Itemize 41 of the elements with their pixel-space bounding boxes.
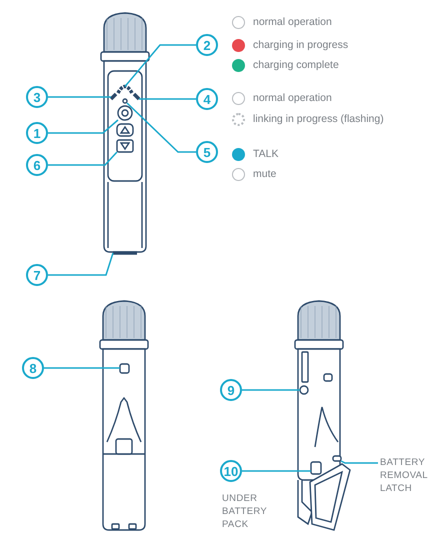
battery-latch	[332, 455, 342, 462]
indicator-light	[122, 98, 128, 104]
legend-text: mute	[253, 168, 276, 181]
back-button	[119, 363, 130, 374]
callout-number: 1	[26, 122, 48, 144]
leader-line	[139, 98, 196, 100]
callout-number: 8	[22, 357, 44, 379]
indicator-light	[110, 92, 118, 100]
leader-line	[340, 460, 378, 464]
legend-text: charging in progress	[253, 39, 348, 52]
callout-number: 7	[26, 264, 48, 286]
leader-line	[44, 367, 120, 369]
down-button	[116, 139, 134, 153]
legend-text: normal operation	[253, 16, 332, 29]
leader-line	[126, 102, 196, 153]
legend-text: normal operation	[253, 92, 332, 105]
leader-line	[48, 96, 111, 98]
leader-line	[124, 44, 196, 87]
leader-line	[48, 252, 114, 276]
callout-number: 9	[220, 379, 242, 401]
audio-jack	[299, 385, 309, 395]
talk-button	[117, 105, 133, 121]
status-light	[116, 84, 134, 94]
leader-line	[242, 389, 300, 391]
callout-note: UNDER BATTERY PACK	[222, 492, 268, 531]
callout-number: 3	[26, 86, 48, 108]
battery-compartment	[310, 461, 322, 475]
callout-number: 4	[196, 88, 218, 110]
callout-number: 2	[196, 34, 218, 56]
indicator-light	[132, 92, 140, 100]
leader-line	[48, 119, 118, 134]
leader-line	[242, 470, 311, 472]
charging-contact	[113, 251, 137, 255]
legend-text: TALK	[253, 148, 278, 161]
callout-number: 6	[26, 154, 48, 176]
legend-text: charging complete	[253, 59, 339, 72]
callout-number: 10	[220, 460, 242, 482]
leader-line	[48, 152, 118, 166]
callout-text: BATTERY REMOVAL LATCH	[380, 456, 435, 495]
legend-text: linking in progress (flashing)	[253, 113, 384, 126]
callout-number: 5	[196, 141, 218, 163]
